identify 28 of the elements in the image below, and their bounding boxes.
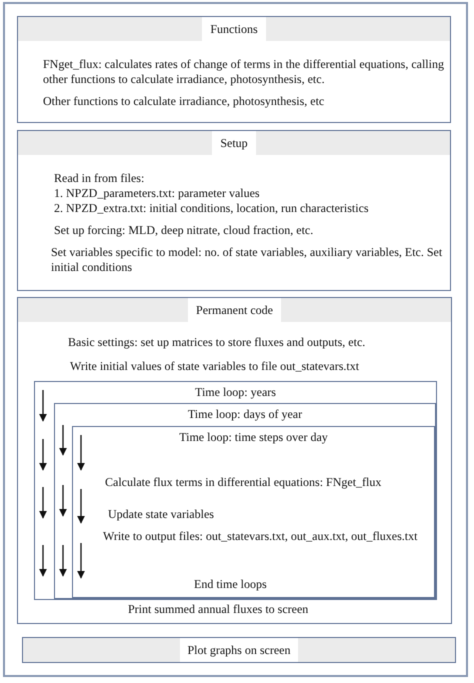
box-title: Functions xyxy=(202,17,266,41)
step-text: Read in from files: xyxy=(54,171,144,186)
step-text: Write to output files: out_statevars.txt, out_aux.txt, out_fluxes.txt xyxy=(103,529,418,544)
step-text: Plot graphs on screen xyxy=(180,638,298,662)
box-title: Setup xyxy=(212,131,256,155)
step-text: Write initial values of state variables to file out_statevars.txt xyxy=(70,359,360,374)
section-box xyxy=(17,16,451,123)
step-text: Set variables specific to model: no. of state variables, auxiliary variables, Etc. Set initial conditions xyxy=(51,245,444,275)
section-box xyxy=(17,130,451,291)
step-text: Print summed annual fluxes to screen xyxy=(128,602,308,617)
loop-box xyxy=(54,403,436,599)
step-box xyxy=(22,637,456,663)
step-text: FNget_flux: calculates rates of change of terms in the differential equations, calling other functions to calculate irradiance, photosynthesis, etc. xyxy=(43,57,445,87)
loop-title: Time loop: days of year xyxy=(188,407,302,421)
step-text: Other functions to calculate irradiance, photosynthesis, etc xyxy=(43,94,324,109)
step-text: Calculate flux terms in differential equations: FNget_flux xyxy=(105,475,382,490)
section-box xyxy=(17,297,452,624)
loop-box xyxy=(72,426,435,598)
step-text: 1. NPZD_parameters.txt: parameter values xyxy=(54,186,260,201)
loop-title: Time loop: years xyxy=(195,385,276,399)
step-text: End time loops xyxy=(194,577,267,592)
step-text: Update state variables xyxy=(108,507,214,522)
step-text: 2. NPZD_extra.txt: initial conditions, location, run characteristics xyxy=(54,201,369,216)
step-text: Basic settings: set up matrices to store fluxes and outputs, etc. xyxy=(68,335,366,350)
loop-box xyxy=(34,381,437,600)
step-text: Set up forcing: MLD, deep nitrate, cloud fraction, etc. xyxy=(54,223,314,238)
loop-title: Time loop: time steps over day xyxy=(179,430,328,444)
box-title: Permanent code xyxy=(188,298,281,322)
